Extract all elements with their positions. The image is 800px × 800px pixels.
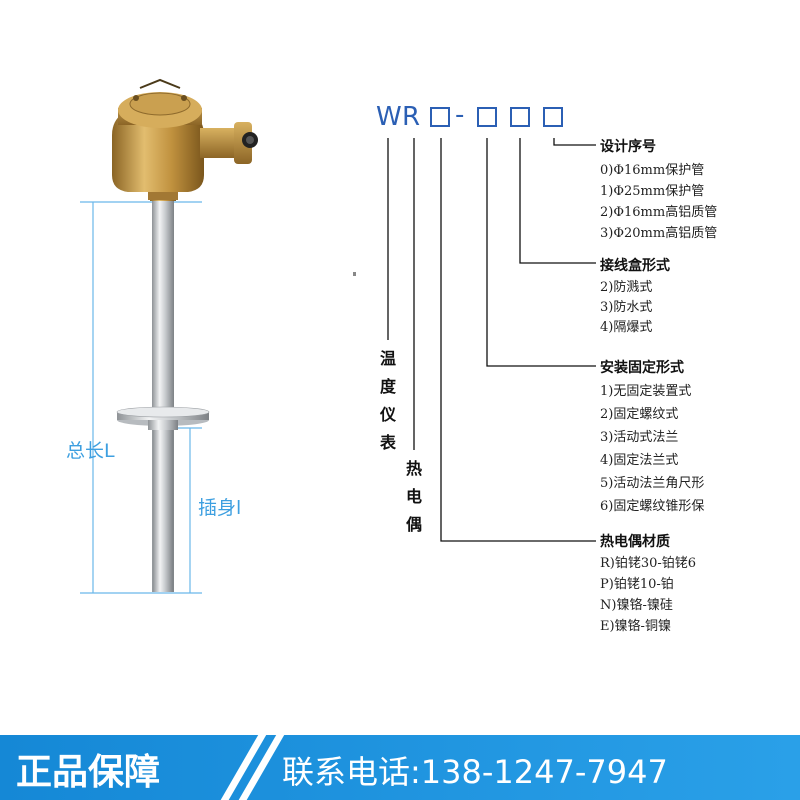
model-slot-material xyxy=(430,107,450,127)
vertical-caption-r: 热电偶 xyxy=(405,459,422,534)
guarantee-label: 正品保障 xyxy=(16,752,161,793)
mounting-item: 5)活动法兰角尺形 xyxy=(600,476,705,491)
junction-box-item: 4)隔爆式 xyxy=(600,320,653,335)
model-slot-junction xyxy=(510,107,530,127)
mounting-item: 4)固定法兰式 xyxy=(600,453,679,468)
insertion-length-label: 插身l xyxy=(198,497,242,519)
mounting-item: 1)无固定装置式 xyxy=(600,384,692,399)
material-title: 热电偶材质 xyxy=(600,534,670,550)
model-slot-design xyxy=(543,107,563,127)
design-title: 设计序号 xyxy=(600,139,656,155)
material-item: N)镍铬-镍硅 xyxy=(600,598,673,613)
code-connector-lines xyxy=(387,138,596,542)
material-item: P)铂铑10-铂 xyxy=(600,577,674,592)
design-item: 3)Φ20mm高铝质管 xyxy=(600,226,718,241)
material-item: E)镍铬-铜镍 xyxy=(600,619,671,634)
marker-dot xyxy=(353,272,356,276)
junction-box-head xyxy=(112,78,258,201)
model-slot-mounting xyxy=(477,107,497,127)
insertion-tube xyxy=(153,430,173,592)
flange xyxy=(116,406,210,430)
material-item: R)铂铑30-铂铑6 xyxy=(600,556,697,571)
design-list: 0)Φ16mm保护管 1)Φ25mm保护管 2)Φ16mm高铝质管 3)Φ20m… xyxy=(600,160,800,244)
material-list: R)铂铑30-铂铑6 P)铂铑10-铂 N)镍铬-镍硅 E)镍铬-铜镍 xyxy=(600,553,800,637)
junction-box-item: 3)防水式 xyxy=(600,300,653,315)
junction-box-item: 2)防溅式 xyxy=(600,280,653,295)
junction-box-title: 接线盒形式 xyxy=(600,258,670,274)
mounting-item: 2)固定螺纹式 xyxy=(600,407,679,422)
footer-banner: 正品保障 联系电话:138-1247-7947 xyxy=(0,735,800,800)
vertical-caption-w: 温度仪表 xyxy=(379,349,396,452)
model-letter-w: W xyxy=(376,102,404,132)
mounting-list: 1)无固定装置式 2)固定螺纹式 3)活动式法兰 4)固定法兰式 5)活动法兰角… xyxy=(600,380,800,518)
mounting-title: 安装固定形式 xyxy=(600,360,684,376)
model-letter-r: R xyxy=(402,102,423,132)
total-length-label: 总长L xyxy=(66,440,115,462)
design-item: 2)Φ16mm高铝质管 xyxy=(600,205,718,220)
design-item: 0)Φ16mm保护管 xyxy=(600,163,705,178)
design-item: 1)Φ25mm保护管 xyxy=(600,184,705,199)
mounting-item: 6)固定螺纹锥形保 xyxy=(600,499,705,514)
mounting-item: 3)活动式法兰 xyxy=(600,430,679,445)
junction-box-list: 2)防溅式 3)防水式 4)隔爆式 xyxy=(600,278,800,338)
contact-phone: 联系电话:138-1247-7947 xyxy=(282,753,668,791)
model-dash: - xyxy=(455,100,467,130)
dimension-lines xyxy=(80,201,202,594)
